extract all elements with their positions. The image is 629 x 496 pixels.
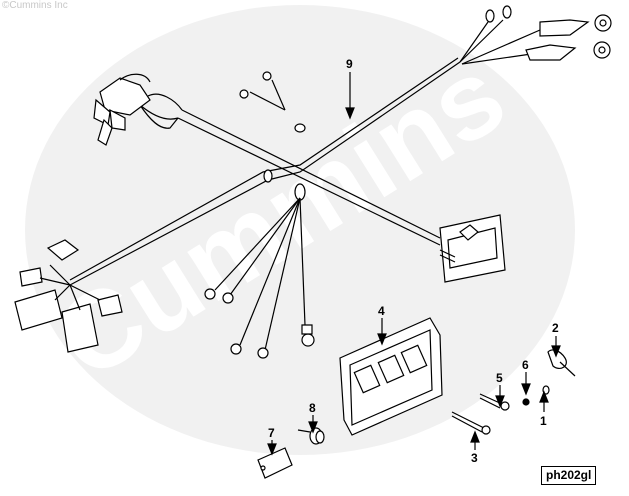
callout-2: 2 [552, 321, 559, 335]
callout-7: 7 [268, 426, 275, 440]
callout-5: 5 [496, 371, 503, 385]
diagram-code-label: ph202gl [541, 466, 597, 485]
callout-6: 6 [522, 358, 529, 372]
ecm-module [339, 317, 443, 436]
callout-4: 4 [378, 304, 385, 318]
callout-arrows [267, 72, 561, 456]
callout-9: 9 [346, 57, 353, 71]
callout-1: 1 [540, 414, 547, 428]
copyright-text: ©Cummins Inc [2, 0, 68, 11]
callout-3: 3 [471, 451, 478, 465]
harness [14, 5, 612, 359]
callout-labels: 9 4 5 6 2 1 3 8 7 [268, 57, 559, 465]
callout-8: 8 [309, 401, 316, 415]
